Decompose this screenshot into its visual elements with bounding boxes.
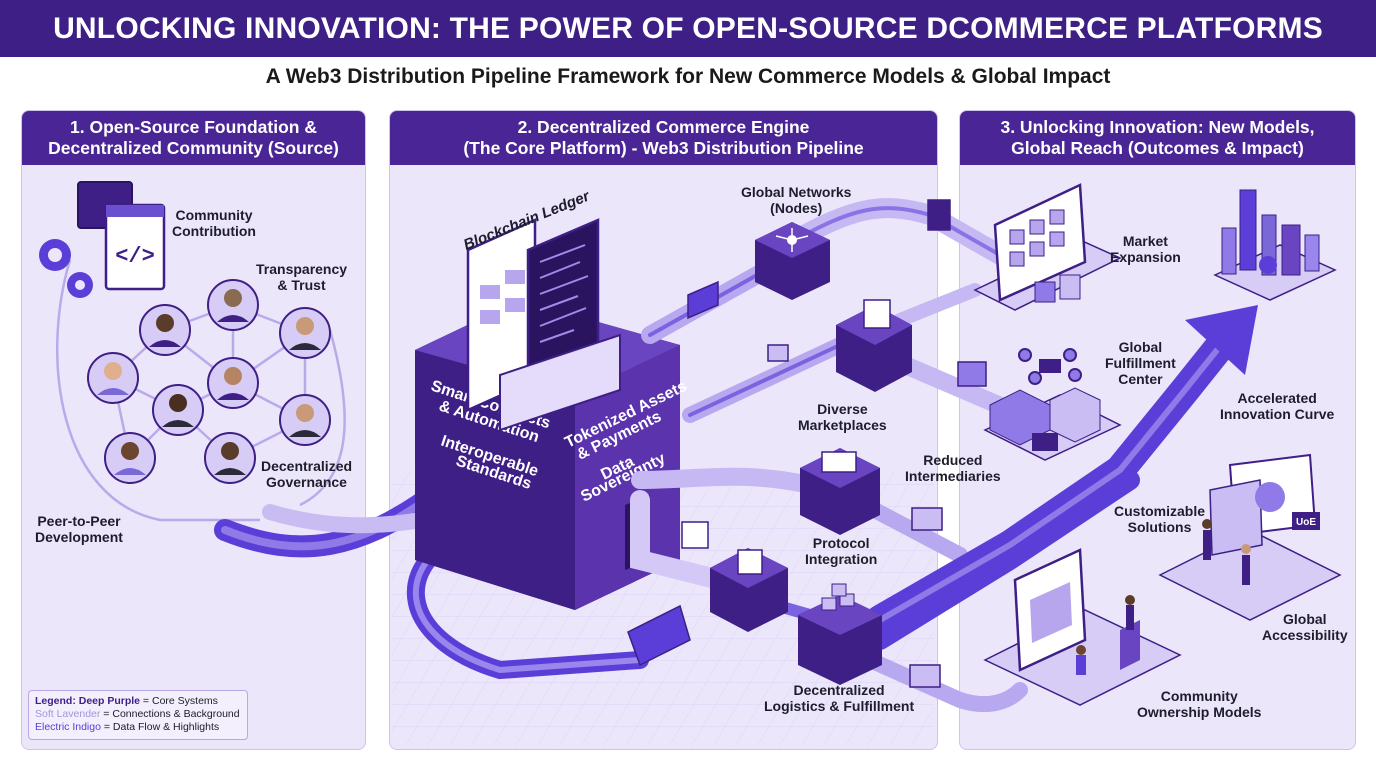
code-window-icon: </>: [77, 181, 166, 291]
panel-outcomes-header: 3. Unlocking Innovation: New Models,Glob…: [960, 111, 1355, 165]
legend-indigo-desc: = Data Flow & Highlights: [100, 721, 220, 733]
legend-deep-desc: = Core Systems: [140, 695, 218, 707]
legend-deep-name: Legend: Deep Purple: [35, 695, 141, 707]
customizable-solutions-icon: UoE: [1158, 453, 1342, 621]
blockchain-ledger-screens: Blockchain Ledger: [461, 187, 621, 432]
person-avatar-icon: [279, 394, 331, 446]
market-storefront-icon: [973, 183, 1122, 311]
node-cube-icon: [800, 448, 880, 535]
panel-outcomes-title-2: Global Reach (Outcomes & Impact): [1011, 138, 1304, 158]
person-avatar-icon: [152, 384, 204, 436]
person-avatar-icon: [204, 432, 256, 484]
person-avatar-icon: [104, 432, 156, 484]
page-subtitle: A Web3 Distribution Pipeline Framework f…: [265, 65, 1111, 88]
community-avatars: [87, 279, 331, 484]
legend-soft-name: Soft Lavender: [35, 708, 101, 720]
person-avatar-icon: [207, 279, 259, 331]
accelerated-arrow-icon: [865, 305, 1258, 635]
badge-label: UoE: [1296, 517, 1316, 528]
legend-soft-desc: = Connections & Background: [100, 708, 240, 720]
gear-icon: [39, 239, 93, 298]
code-glyph: </>: [115, 244, 155, 269]
panel-core-header: 2. Decentralized Commerce Engine(The Cor…: [390, 111, 937, 165]
person-avatar-icon: [207, 357, 259, 409]
panel-core-title-2: (The Core Platform) - Web3 Distribution …: [463, 138, 864, 158]
drone-icon: [1018, 348, 1082, 385]
panel-core-title-1: 2. Decentralized Commerce Engine: [517, 117, 810, 137]
panel-source-header: 1. Open-Source Foundation &Decentralized…: [22, 111, 365, 165]
transparency-label: Transparency& Trust: [256, 261, 348, 293]
global-networks-label: Global Networks(Nodes): [741, 184, 852, 216]
node-cube-icon: [836, 299, 912, 392]
panel-outcomes-title-1: 3. Unlocking Innovation: New Models,: [1000, 117, 1315, 137]
person-avatar-icon: [279, 307, 331, 359]
person-avatar-icon: [87, 352, 139, 404]
city-icon: [1213, 189, 1337, 301]
community-ownership-icon: [983, 548, 1182, 706]
container-icon: [627, 199, 987, 688]
node-cube-icon: [798, 583, 882, 685]
page-title: UNLOCKING INNOVATION: THE POWER OF OPEN-…: [0, 0, 1376, 57]
legend-indigo-name: Electric Indigo: [35, 721, 101, 733]
panel-source-title-1: 1. Open-Source Foundation &: [70, 117, 317, 137]
legend: Legend: Deep Purple = Core Systems Soft …: [28, 690, 248, 740]
node-cube-icon: [755, 222, 830, 300]
panel-source-title-2: Decentralized Community (Source): [48, 138, 339, 158]
node-cube-icon: [710, 548, 788, 632]
fulfillment-center-icon: [983, 387, 1122, 461]
person-avatar-icon: [139, 304, 191, 356]
